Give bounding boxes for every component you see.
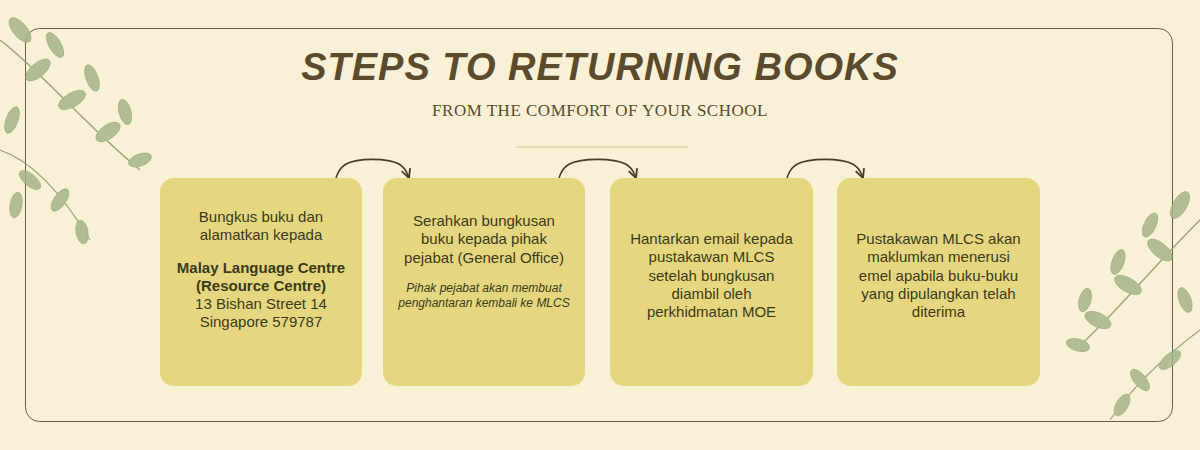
process-box: Serahkan bungkusan buku kepada pihak pej… [383,178,585,386]
process-box: Pustakawan MLCS akan maklumkan menerusi … [837,178,1040,386]
leaf-branch [1065,189,1200,420]
diagram-title: STEPS TO RETURNING BOOKS [0,46,1200,89]
step-text: Malay Language Centre (Resource Centre) [174,259,348,296]
step-text: Pihak pejabat akan membuat penghantaran … [397,281,571,310]
step-text: Hantarkan email kepada pustakawan MLCS s… [624,230,799,321]
step-text: Pustakawan MLCS akan maklumkan menerusi … [851,230,1026,321]
curved-arrow [559,159,636,178]
process-box: Bungkus buku dan alamatkan kepadaMalay L… [160,178,362,386]
subtitle: FROM THE COMFORT OF YOUR SCHOOL [0,101,1200,121]
process-box: Hantarkan email kepada pustakawan MLCS s… [610,178,813,386]
curved-arrow [336,159,409,178]
step-text: Serahkan bungkusan buku kepada pihak pej… [397,212,571,267]
step-text: 13 Bishan Street 14 Singapore 579787 [174,295,348,332]
leaf-branch [0,14,153,245]
divider [516,146,688,148]
curved-arrow [787,159,863,178]
step-text: Bungkus buku dan alamatkan kepada [174,208,348,245]
